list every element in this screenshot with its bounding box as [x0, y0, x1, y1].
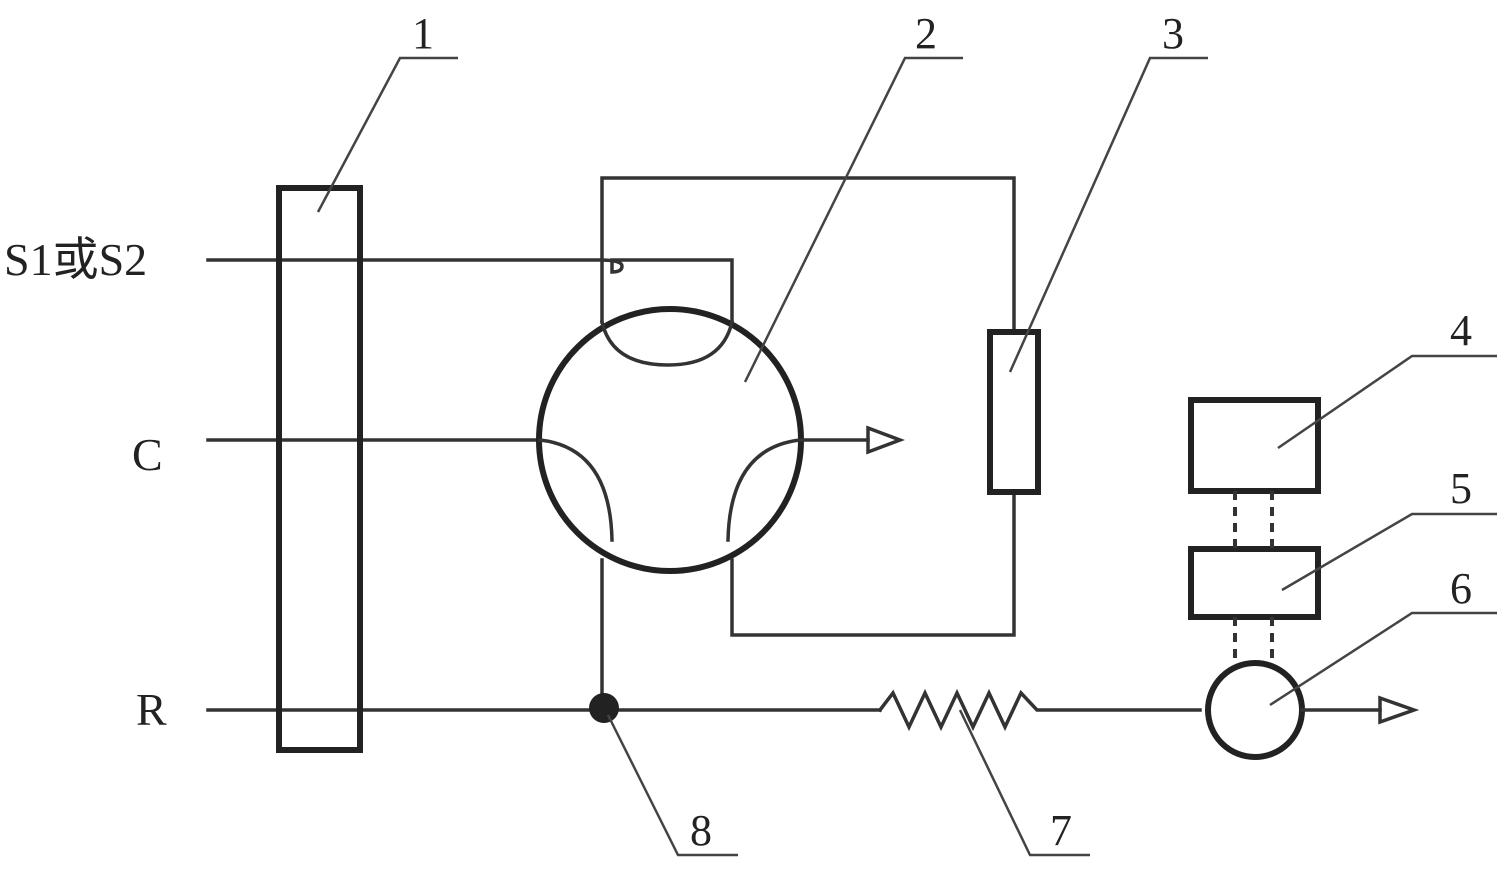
callout-1-leader [316, 56, 458, 213]
component-1-filter [276, 185, 363, 753]
callout-8-leader [606, 714, 738, 857]
callout-2-label: 2 [915, 9, 937, 58]
component-5-box [1188, 546, 1321, 620]
component-8-junction [589, 693, 619, 723]
callout-1-label: 1 [412, 9, 434, 58]
valve-right-arc [726, 438, 802, 542]
component-7-capillary [877, 688, 1202, 732]
valve-out-arrow [866, 425, 905, 455]
valve-top-arc [599, 319, 735, 367]
callout-4-leader [1277, 354, 1497, 450]
port-label-s: S1或S2 [4, 234, 147, 285]
loop-bottom [730, 492, 1016, 637]
callout-8-label: 8 [690, 806, 712, 855]
callout-6-leader [1269, 611, 1497, 707]
callout-3-leader [1008, 56, 1208, 373]
component-3-exchanger [987, 329, 1041, 495]
component-4-box [1188, 397, 1321, 494]
callout-5-label: 5 [1450, 464, 1472, 513]
callout-5-leader [1281, 512, 1497, 592]
callout-6-label: 6 [1450, 564, 1472, 613]
callout-7-label: 7 [1050, 806, 1072, 855]
callout-7-leader [958, 709, 1090, 857]
callout-2-leader [743, 56, 963, 383]
port-label-c: C [132, 429, 163, 480]
callout-4-label: 4 [1450, 306, 1472, 355]
node-out-arrow [1378, 695, 1420, 725]
component-6-node [1205, 660, 1305, 760]
line-s [206, 258, 734, 324]
loop-top [600, 176, 1016, 334]
valve-left-arc [538, 438, 614, 542]
port-label-r: R [136, 684, 167, 735]
callout-3-label: 3 [1162, 9, 1184, 58]
